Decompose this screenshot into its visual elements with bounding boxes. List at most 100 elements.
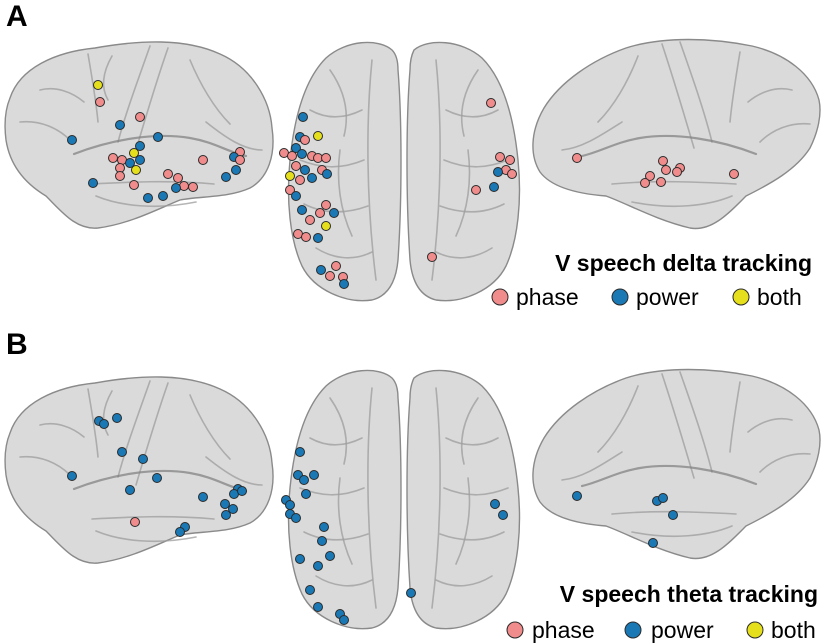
- electrode-phase: [198, 155, 208, 165]
- electrode-power: [339, 279, 349, 289]
- electrode-both: [285, 171, 295, 181]
- electrode-phase: [300, 135, 310, 145]
- right-hemisphere-top-view-a: [406, 41, 521, 302]
- electrode-both: [93, 80, 103, 90]
- electrode-power: [297, 149, 307, 159]
- electrode-power: [322, 169, 332, 179]
- electrode-phase: [305, 215, 315, 225]
- electrode-power: [313, 602, 323, 612]
- left-lateral-view-b: [3, 375, 275, 565]
- electrode-phase: [130, 517, 140, 527]
- panel-a: A: [3, 0, 822, 310]
- electrode-power: [648, 538, 658, 548]
- electrode-phase: [486, 98, 496, 108]
- legend-swatch-power: [624, 621, 642, 639]
- electrode-phase: [658, 156, 668, 166]
- electrode-power: [117, 447, 127, 457]
- electrode-power: [153, 132, 163, 142]
- electrode-both: [321, 221, 331, 231]
- electrode-power: [309, 470, 319, 480]
- electrode-power: [295, 554, 305, 564]
- electrode-power: [198, 492, 208, 502]
- electrode-power: [668, 510, 678, 520]
- legend-title-a: V speech delta tracking: [555, 250, 812, 276]
- electrode-phase: [235, 155, 245, 165]
- electrode-phase: [427, 252, 437, 262]
- electrode-power: [301, 489, 311, 499]
- right-lateral-view-a: [531, 38, 822, 230]
- electrode-power: [572, 491, 582, 501]
- electrode-power: [285, 500, 295, 510]
- electrode-phase: [285, 185, 295, 195]
- electrode-power: [307, 173, 317, 183]
- electrode-power: [493, 167, 503, 177]
- electrode-power: [221, 510, 231, 520]
- electrode-power: [115, 120, 125, 130]
- electrode-power: [299, 475, 309, 485]
- electrode-power: [406, 588, 416, 598]
- legend-label-phase: phase: [516, 284, 579, 310]
- electrode-power: [135, 155, 145, 165]
- legend-swatch-phase: [491, 288, 509, 306]
- electrodes-top-left-b: [281, 447, 349, 625]
- electrode-phase: [321, 200, 331, 210]
- electrode-power: [220, 499, 230, 509]
- electrode-phase: [173, 173, 183, 183]
- electrode-phase: [291, 161, 301, 171]
- electrode-power: [490, 499, 500, 509]
- legend-label-power: power: [636, 284, 699, 310]
- panel-letter-b: B: [6, 328, 28, 361]
- electrode-phase: [287, 151, 297, 161]
- electrode-phase: [325, 271, 335, 281]
- electrode-power: [221, 172, 231, 182]
- electrode-phase: [505, 155, 515, 165]
- electrode-phase: [108, 153, 118, 163]
- legend-swatch-phase: [506, 621, 524, 639]
- electrode-power: [67, 471, 77, 481]
- electrodes-top-left-a: [279, 112, 349, 289]
- electrode-phase: [315, 208, 325, 218]
- electrode-phase: [640, 178, 650, 188]
- electrodes-right-lateral-a: [572, 153, 739, 188]
- electrodes-left-lateral-b: [67, 413, 247, 537]
- electrode-power: [125, 158, 135, 168]
- electrode-power: [329, 208, 339, 218]
- electrode-power: [175, 527, 185, 537]
- electrode-phase: [656, 177, 666, 187]
- electrode-power: [313, 561, 323, 571]
- electrode-power: [489, 182, 499, 192]
- legend-title-b: V speech theta tracking: [560, 581, 818, 607]
- electrode-phase: [135, 112, 145, 122]
- electrode-power: [313, 233, 323, 243]
- electrode-phase: [95, 97, 105, 107]
- electrode-power: [67, 135, 77, 145]
- electrode-phase: [471, 185, 481, 195]
- electrode-power: [237, 486, 247, 496]
- electrode-power: [298, 112, 308, 122]
- electrode-power: [228, 504, 238, 514]
- electrode-power: [300, 165, 310, 175]
- electrode-power: [171, 183, 181, 193]
- electrode-power: [295, 447, 305, 457]
- electrode-phase: [188, 182, 198, 192]
- electrodes-left-lateral-a: [67, 80, 245, 203]
- left-hemisphere-top-view-a: [279, 41, 402, 302]
- electrode-phase: [295, 175, 305, 185]
- electrode-power: [339, 615, 349, 625]
- electrode-power: [498, 510, 508, 520]
- electrode-power: [231, 165, 241, 175]
- legend-swatch-both: [746, 621, 764, 639]
- electrode-power: [138, 454, 148, 464]
- electrodes-top-right-a: [427, 98, 517, 262]
- electrode-phase: [321, 153, 331, 163]
- electrode-both: [313, 131, 323, 141]
- electrode-power: [291, 143, 301, 153]
- electrode-phase: [572, 153, 582, 163]
- electrode-phase: [645, 171, 655, 181]
- electrode-power: [291, 191, 301, 201]
- electrode-power: [143, 193, 153, 203]
- right-hemisphere-top-view-b: [406, 369, 521, 630]
- legend-swatch-power: [611, 288, 629, 306]
- electrode-both: [131, 165, 141, 175]
- electrode-phase: [495, 152, 505, 162]
